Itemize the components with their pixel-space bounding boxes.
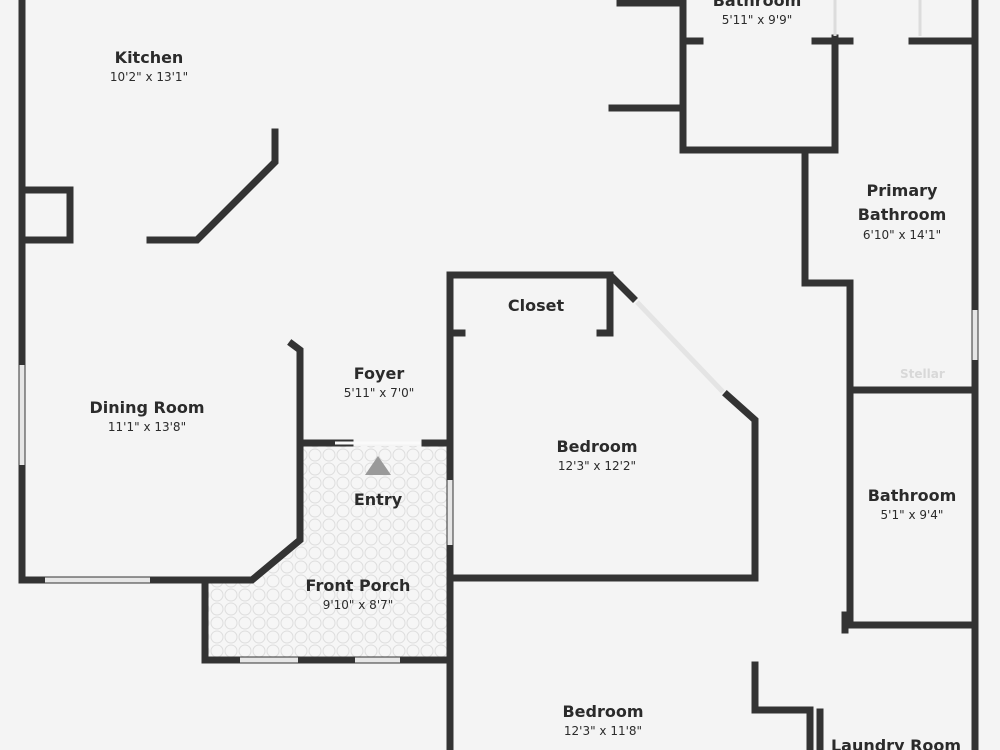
entry-arrow-icon (365, 456, 391, 475)
wall-bathroom-top (608, 0, 979, 154)
room-bathroom-2: Bathroom 5'1" x 9'4" (868, 485, 957, 523)
room-dimensions: 5'11" x 7'0" (343, 386, 415, 400)
room-dining: Dining Room 11'1" x 13'8" (89, 397, 204, 435)
room-dimensions: 9'10" x 8'7" (322, 598, 394, 612)
room-bathroom-top: Bathroom 5'11" x 9'9" (713, 0, 802, 28)
wall-bedroom-closet (446, 271, 638, 750)
room-name: Kitchen (114, 48, 184, 67)
room-name: Bathroom (712, 0, 802, 10)
room-laundry: Laundry Room (831, 735, 961, 750)
room-name: Primary Bathroom (857, 181, 947, 224)
watermark: Stellar (900, 367, 945, 381)
porch-tile-floor (208, 446, 447, 657)
window-closet (635, 300, 725, 394)
room-bedroom-1: Bedroom 12'3" x 12'2" (556, 436, 637, 474)
wall-closet-bottom (446, 271, 614, 337)
wall-lower-hall (751, 661, 824, 750)
room-name: Bedroom (562, 702, 644, 721)
room-entry: Entry (354, 489, 402, 511)
room-dimensions: 11'1" x 13'8" (107, 420, 187, 434)
room-dimensions: 6'10" x 14'1" (862, 228, 942, 242)
room-foyer: Foyer 5'11" x 7'0" (344, 363, 415, 401)
room-name: Foyer (353, 364, 405, 383)
room-bedroom-2: Bedroom 12'3" x 11'8" (562, 701, 643, 739)
room-kitchen: Kitchen 10'2" x 13'1" (110, 47, 188, 85)
wall-primary-bath (801, 146, 979, 634)
room-name: Closet (507, 296, 565, 315)
wall-kitchen-island (146, 128, 279, 244)
room-name: Laundry Room (830, 736, 962, 750)
room-dimensions: 5'11" x 9'9" (721, 13, 793, 27)
room-name: Bathroom (867, 486, 957, 505)
room-name: Dining Room (89, 398, 205, 417)
room-name: Entry (353, 490, 403, 509)
window (19, 310, 978, 663)
window-frame (833, 0, 922, 36)
room-dimensions: 5'1" x 9'4" (880, 508, 944, 522)
room-name: Bedroom (556, 437, 638, 456)
wall-dining-bottom (18, 339, 304, 584)
room-primary-bathroom: Primary Bathroom 6'10" x 14'1" (847, 179, 957, 243)
wall-bedroom-east (722, 390, 759, 582)
room-front-porch: Front Porch 9'10" x 8'7" (306, 575, 411, 613)
room-dimensions: 12'3" x 11'8" (563, 724, 643, 738)
room-dimensions: 10'2" x 13'1" (109, 70, 189, 84)
room-name: Front Porch (305, 576, 411, 595)
room-closet: Closet (508, 295, 564, 317)
wall-fireplace (18, 186, 74, 244)
room-dimensions: 12'3" x 12'2" (557, 459, 637, 473)
